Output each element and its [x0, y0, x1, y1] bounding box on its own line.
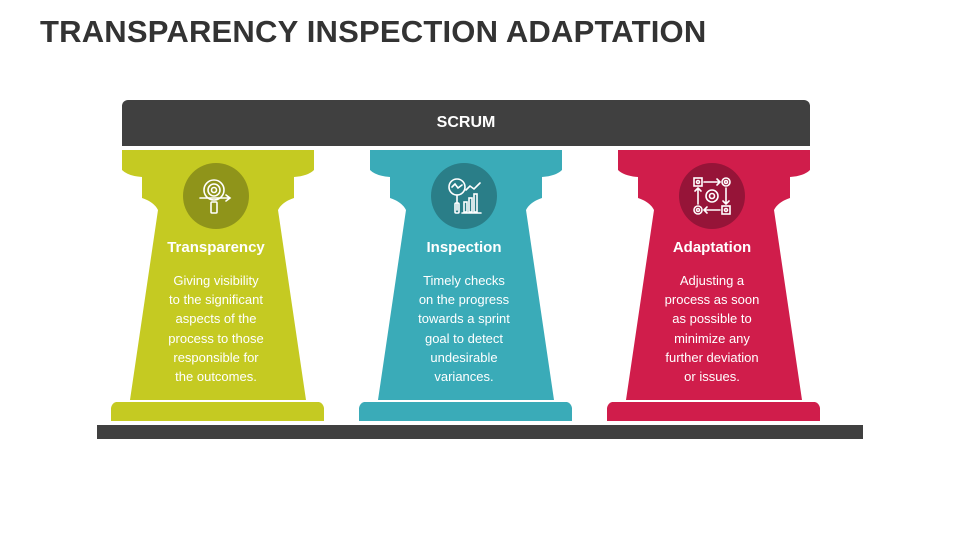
icon-circle [679, 163, 745, 229]
floor-bar [97, 425, 863, 439]
pillar-shape [607, 150, 820, 421]
page-title: TRANSPARENCY INSPECTION ADAPTATION [40, 14, 707, 49]
pillar-title: Adaptation [672, 239, 752, 256]
icon-circle [431, 163, 497, 229]
pillar-title: Inspection [426, 239, 502, 256]
pillar-shape [111, 150, 324, 421]
icon-circle [183, 163, 249, 229]
scrum-banner: SCRUM [122, 100, 810, 146]
magnifier-chart-icon [448, 178, 482, 214]
pillar-shape [359, 150, 572, 421]
scrum-label: SCRUM [436, 114, 496, 131]
target-arrows-icon [693, 177, 731, 215]
pillar-title: Transparency [167, 239, 265, 256]
magnifier-eye-icon [199, 179, 232, 214]
